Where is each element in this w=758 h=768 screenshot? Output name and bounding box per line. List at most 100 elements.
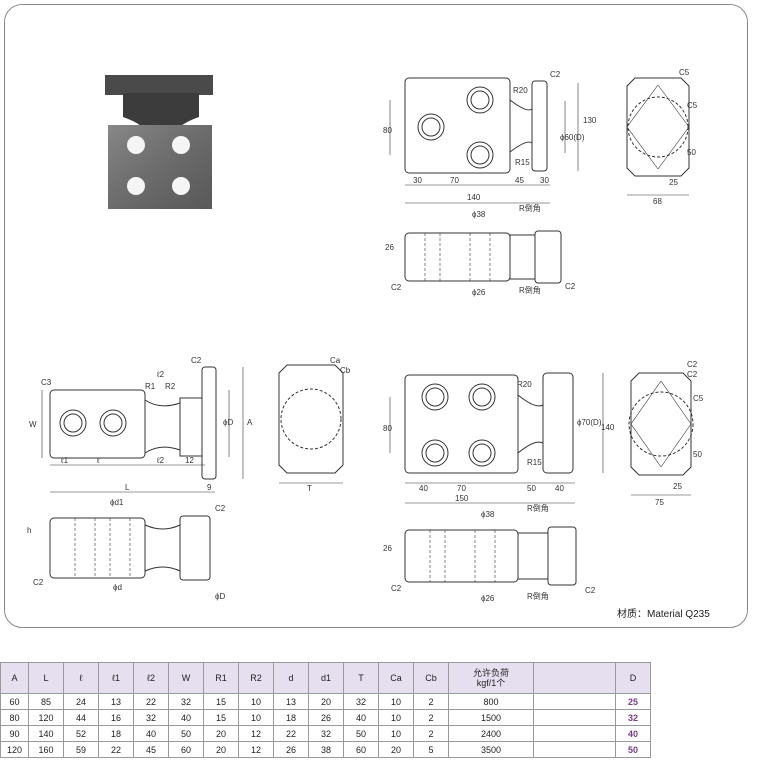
table-cell: 2: [413, 725, 449, 742]
svg-text:9: 9: [207, 483, 212, 492]
svg-text:h: h: [27, 526, 31, 535]
svg-text:C5: C5: [693, 394, 704, 403]
svg-text:50: 50: [527, 484, 536, 493]
svg-text:130: 130: [583, 116, 597, 125]
table-cell: 60: [343, 741, 379, 758]
svg-text:50: 50: [693, 450, 702, 459]
svg-text:70: 70: [450, 176, 459, 185]
svg-text:A: A: [247, 418, 253, 427]
svg-text:ϕ38: ϕ38: [472, 210, 486, 219]
table-cell: 32: [168, 693, 204, 710]
bottom-right-labels: R20 C2 80 140 ϕ70(D) R15 40 70 50 40 150…: [383, 360, 704, 603]
svg-text:26: 26: [383, 544, 392, 553]
left-end-view: [278, 364, 344, 484]
table-cell: 140: [28, 725, 64, 742]
header-cell: Ca: [378, 662, 414, 694]
top-right-side-view: [404, 230, 562, 284]
drawing-panel: R20 C2 80 130 ϕ60(D) R15 30 70 45 30 140…: [4, 4, 748, 628]
svg-text:C2: C2: [191, 356, 202, 365]
svg-text:12: 12: [185, 456, 194, 465]
table-cell: 13: [98, 693, 134, 710]
table-cell: 90: [0, 725, 29, 742]
top-right-plan-view: [389, 77, 579, 204]
table-cell: 10: [238, 709, 274, 726]
header-cell: R2: [238, 662, 274, 694]
svg-text:ℓ2: ℓ2: [156, 456, 165, 465]
header-cell: ℓ: [63, 662, 99, 694]
table-cell: 15: [203, 709, 239, 726]
table-cell: 120: [28, 709, 64, 726]
table-cell: 10: [378, 725, 414, 742]
svg-text:25: 25: [673, 482, 682, 491]
table-cell: 2: [413, 709, 449, 726]
spec-table: A L ℓ ℓ1 ℓ2 W R1 R2 d d1 T Ca Cb 允许负荷 kg…: [0, 662, 651, 758]
svg-text:ϕ26: ϕ26: [472, 288, 486, 297]
svg-text:R20: R20: [513, 86, 528, 95]
top-right-end-view: [626, 77, 690, 196]
top-right-labels: R20 C2 80 130 ϕ60(D) R15 30 70 45 30 140…: [383, 68, 698, 297]
svg-text:80: 80: [383, 424, 392, 433]
table-cell: 160: [28, 741, 64, 758]
svg-text:Cb: Cb: [340, 366, 351, 375]
table-cell: 32: [308, 725, 344, 742]
svg-text:ϕ26: ϕ26: [481, 594, 495, 603]
table-cell: 800: [448, 693, 534, 710]
table-cell: 12: [238, 741, 274, 758]
svg-text:R2: R2: [165, 382, 176, 391]
table-cell: 40: [615, 725, 651, 742]
table-cell: 20: [203, 725, 239, 742]
table-cell: 1500: [448, 709, 534, 726]
svg-text:75: 75: [655, 498, 664, 507]
header-cell: d1: [308, 662, 344, 694]
left-side-view: [49, 515, 211, 581]
header-cell: d: [273, 662, 309, 694]
svg-text:80: 80: [383, 126, 392, 135]
svg-text:45: 45: [515, 176, 524, 185]
svg-text:R1: R1: [145, 382, 156, 391]
table-cell: 22: [133, 693, 169, 710]
table-cell: 45: [133, 741, 169, 758]
svg-text:C2: C2: [215, 504, 226, 513]
table-cell: [533, 725, 616, 742]
header-cell: L: [28, 662, 64, 694]
svg-text:ℓ: ℓ: [96, 456, 100, 465]
part-photo: [105, 75, 213, 209]
table-cell: 20: [203, 741, 239, 758]
bottom-right-plan-view: [389, 372, 604, 504]
table-cell: 50: [615, 741, 651, 758]
table-cell: 13: [273, 693, 309, 710]
svg-text:140: 140: [467, 193, 481, 202]
header-cell: A: [0, 662, 29, 694]
svg-text:150: 150: [455, 494, 469, 503]
svg-text:T: T: [307, 484, 312, 493]
table-cell: 44: [63, 709, 99, 726]
svg-text:ϕd1: ϕd1: [110, 498, 124, 507]
table-cell: 85: [28, 693, 64, 710]
table-cell: 2: [413, 693, 449, 710]
header-cell: ℓ1: [98, 662, 134, 694]
bottom-right-side-view: [404, 526, 577, 586]
svg-text:30: 30: [540, 176, 549, 185]
table-cell: 40: [343, 709, 379, 726]
svg-text:W: W: [29, 420, 37, 429]
table-cell: 16: [98, 709, 134, 726]
svg-text:C2: C2: [585, 586, 596, 595]
table-cell: 20: [308, 693, 344, 710]
table-cell: 120: [0, 741, 29, 758]
svg-text:R倒角: R倒角: [519, 285, 541, 295]
svg-text:ℓ1: ℓ1: [60, 456, 69, 465]
svg-text:R倒角: R倒角: [527, 503, 549, 513]
table-cell: 52: [63, 725, 99, 742]
header-cell: [533, 662, 616, 694]
table-cell: 22: [273, 725, 309, 742]
svg-text:40: 40: [555, 484, 564, 493]
table-cell: 40: [133, 725, 169, 742]
table-cell: 10: [238, 693, 274, 710]
svg-text:C2: C2: [33, 578, 44, 587]
header-cell: T: [343, 662, 379, 694]
svg-text:C3: C3: [41, 378, 52, 387]
svg-text:R20: R20: [517, 380, 532, 389]
svg-text:68: 68: [653, 197, 662, 206]
